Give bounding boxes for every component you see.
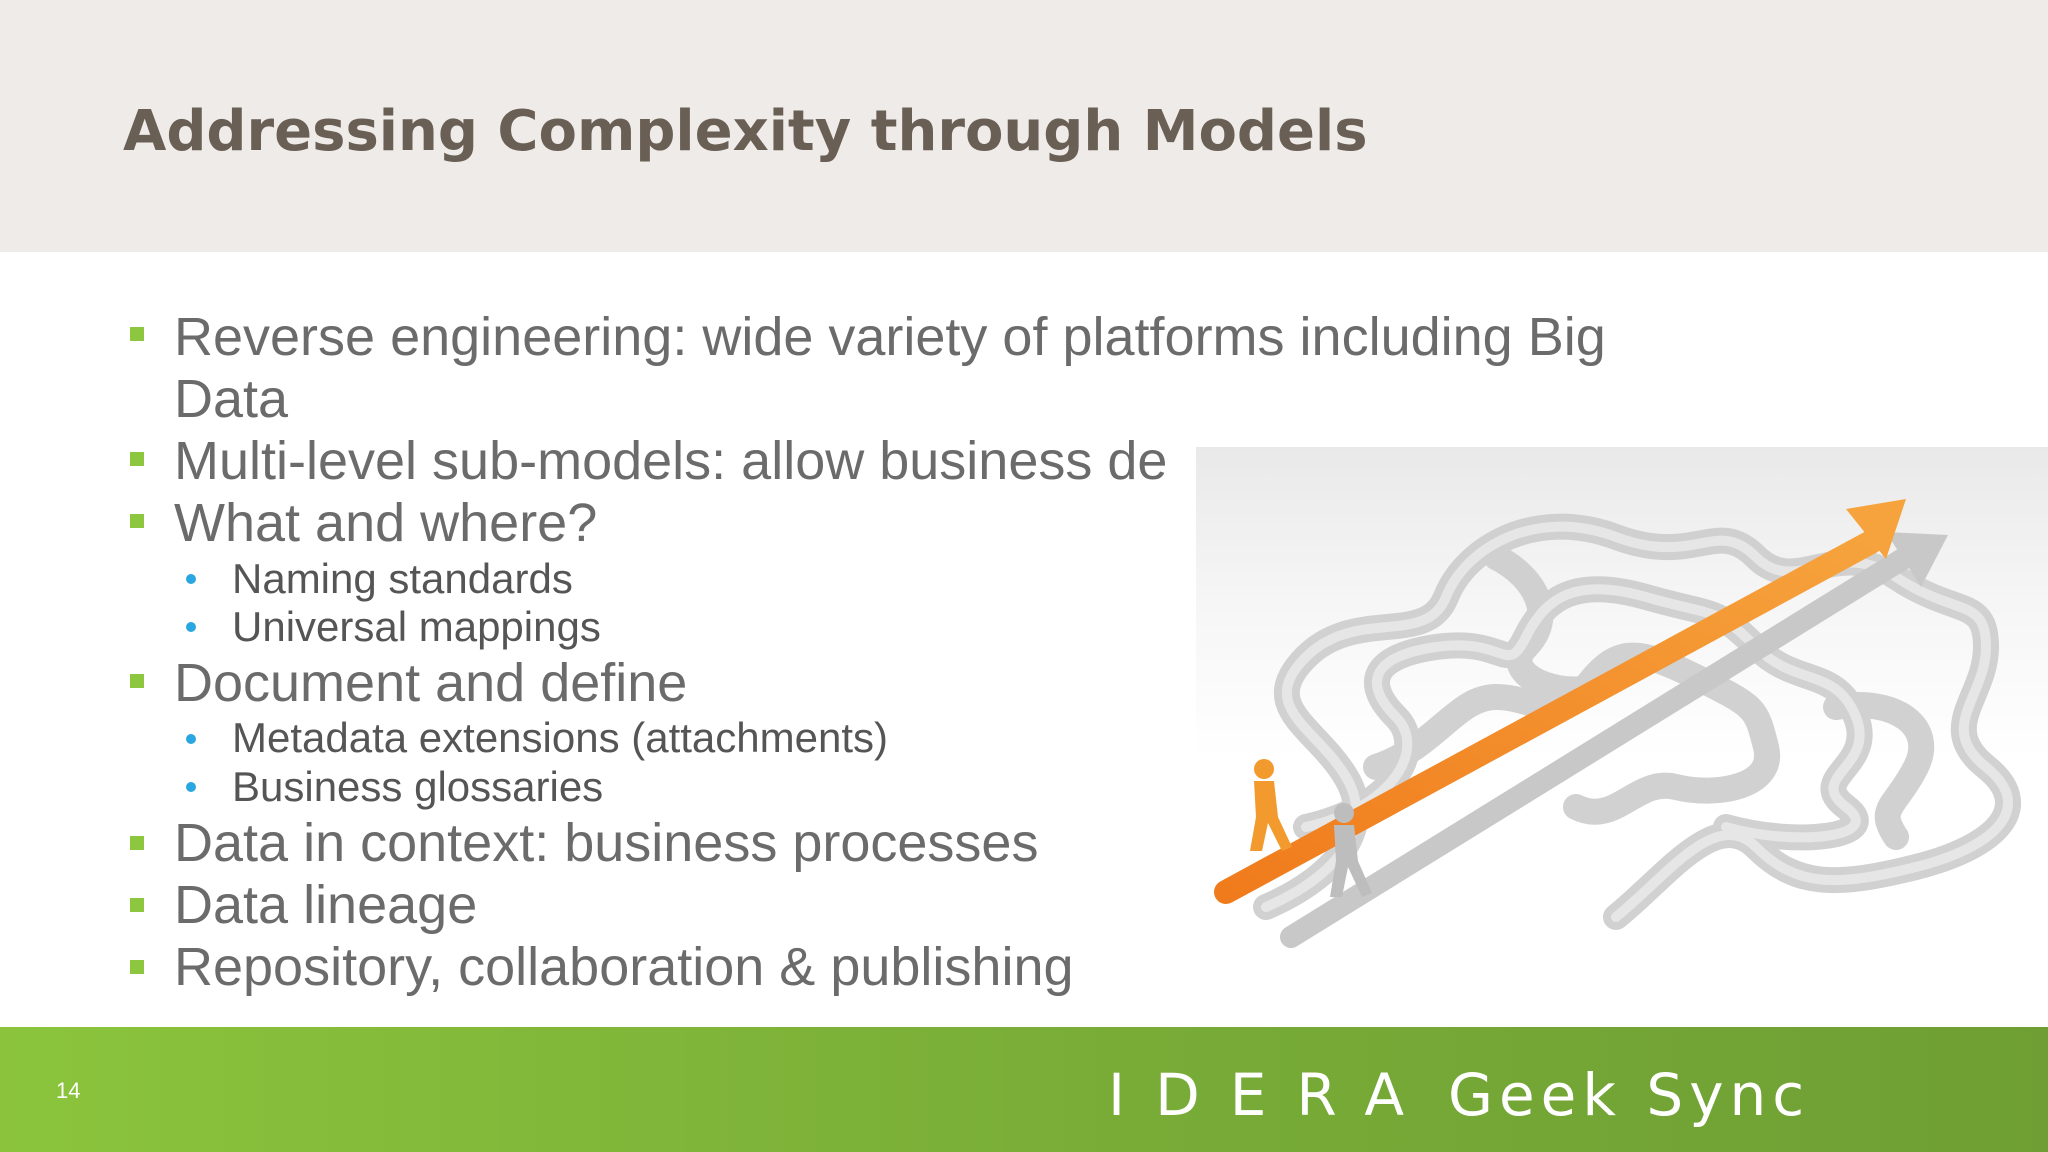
- page-number: 14: [56, 1078, 81, 1103]
- idera-logo: IDERA: [1108, 1061, 1435, 1129]
- maze-shortcut-arrow-icon: [1214, 499, 2021, 948]
- bullet-dot-icon: [186, 574, 196, 584]
- bullet-square-icon: [130, 452, 144, 466]
- sub-bullet-item: Naming standards: [232, 555, 573, 602]
- sub-bullet-item: Business glossaries: [232, 763, 604, 810]
- bullet-item: Reverse engineering: wide variety of pla…: [174, 307, 1606, 367]
- bullet-square-icon: [130, 327, 144, 341]
- bullet-item: What and where?: [174, 493, 598, 553]
- sub-bullet-item: Universal mappings: [232, 603, 601, 650]
- bullet-item: Multi-level sub-models: allow business d…: [174, 431, 1168, 491]
- bullet-item: Data in context: business processes: [174, 813, 1039, 873]
- bullet-item: Document and define: [174, 653, 688, 713]
- bullet-item: Repository, collaboration & publishing: [174, 937, 1074, 997]
- event-name: Geek Sync: [1448, 1061, 1811, 1129]
- title-band: [0, 0, 2048, 252]
- slide-title: Addressing Complexity through Models: [123, 99, 1368, 164]
- bullet-dot-icon: [186, 782, 196, 792]
- footer-bar: [0, 1027, 2048, 1152]
- bullet-square-icon: [130, 514, 144, 528]
- bullet-item-continuation: Data: [174, 369, 289, 429]
- bullet-item: Data lineage: [174, 875, 478, 935]
- sub-bullet-item: Metadata extensions (attachments): [232, 714, 889, 761]
- bullet-dot-icon: [186, 622, 196, 632]
- bullet-dot-icon: [186, 734, 196, 744]
- maze-shortcut-illustration: [1196, 447, 2048, 967]
- bullet-square-icon: [130, 836, 144, 850]
- bullet-square-icon: [130, 674, 144, 688]
- bullet-square-icon: [130, 960, 144, 974]
- bullet-square-icon: [130, 898, 144, 912]
